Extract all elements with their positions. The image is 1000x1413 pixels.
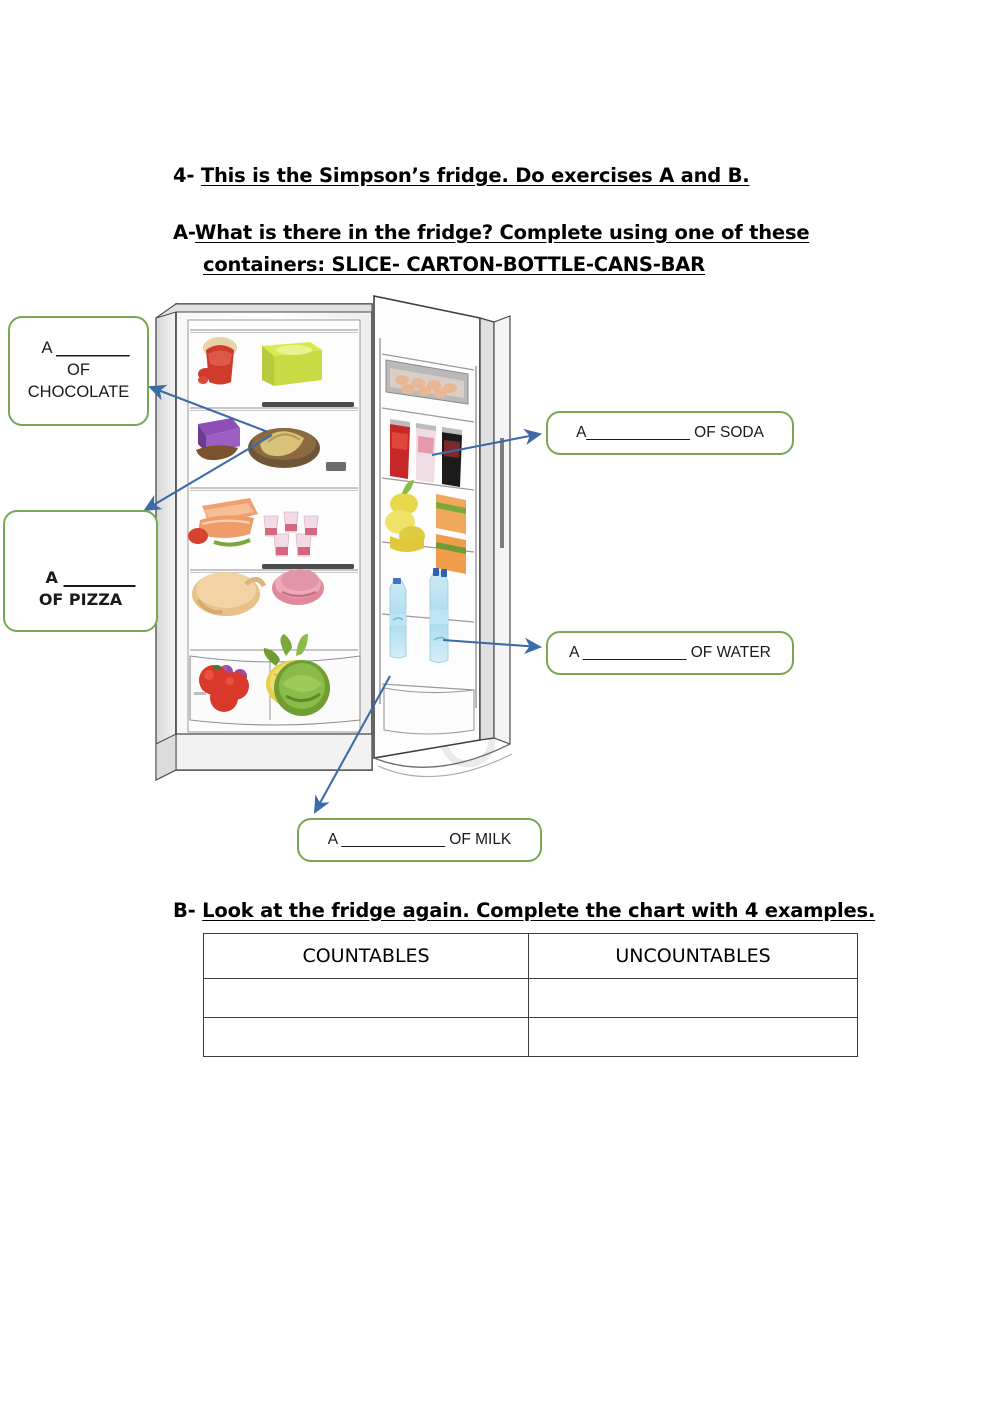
header-uncountables: UNCOUNTABLES: [528, 933, 858, 979]
food-lemons: [385, 480, 425, 552]
cell-uncountables-1[interactable]: [528, 978, 858, 1018]
callout-chocolate[interactable]: A ________ OF CHOCOLATE: [8, 316, 149, 426]
chocolate-of: OF: [67, 360, 90, 379]
milk-item-line: OF MILK: [449, 830, 512, 848]
food-soda-cans: [390, 419, 462, 487]
exercise-4-prefix: 4-: [173, 164, 195, 187]
food-juice-cartons: [436, 494, 466, 574]
pizza-item-line: OF PIZZA: [38, 590, 123, 609]
countables-chart: COUNTABLES UNCOUNTABLES: [202, 933, 858, 1057]
table-row: [202, 978, 858, 1018]
milk-article: A: [327, 830, 338, 848]
table-row: [202, 1017, 858, 1057]
food-ham-slices: [272, 569, 324, 605]
callout-water[interactable]: A ____________ OF WATER: [546, 631, 794, 675]
cell-uncountables-2[interactable]: [528, 1017, 858, 1057]
cell-countables-1[interactable]: [202, 978, 530, 1018]
callout-soda[interactable]: A____________ OF SODA: [546, 411, 794, 455]
food-egg-carton: [385, 359, 469, 405]
food-green-box: [262, 342, 322, 386]
food-chocolate-bar: [196, 418, 240, 461]
tomatoes-in-drawer: [199, 665, 249, 712]
refrigerator-illustration: [150, 288, 520, 808]
food-yogurt-cups: [263, 511, 319, 557]
table-header-row: COUNTABLES UNCOUNTABLES: [202, 933, 858, 979]
food-chicken: [192, 572, 267, 616]
exercise-a-text-line2: containers: SLICE- CARTON-BOTTLE-CANS-BA…: [203, 253, 705, 276]
water-blank[interactable]: ____________: [582, 643, 687, 661]
food-water-bottles: [389, 568, 449, 663]
chocolate-blank[interactable]: ________: [56, 338, 130, 357]
water-article: A: [569, 643, 579, 661]
exercise-4-text: This is the Simpson’s fridge. Do exercis…: [200, 164, 750, 187]
pizza-article: A: [45, 568, 58, 588]
exercise-4-heading: 4- This is the Simpson’s fridge. Do exer…: [173, 164, 750, 187]
exercise-b-heading: B- Look at the fridge again. Complete th…: [173, 899, 875, 922]
food-bread-loaf: [248, 428, 320, 468]
soda-blank[interactable]: ____________: [586, 423, 690, 441]
exercise-b-prefix: B-: [173, 899, 196, 922]
chocolate-item: CHOCOLATE: [27, 383, 130, 402]
exercise-a-heading: A-What is there in the fridge? Complete …: [173, 221, 810, 244]
chocolate-article: A: [41, 338, 52, 357]
exercise-a-prefix: A-: [173, 221, 195, 244]
pizza-blank[interactable]: _________: [63, 568, 136, 588]
milk-blank[interactable]: ____________: [341, 830, 445, 848]
water-item-line: OF WATER: [690, 643, 771, 661]
cell-countables-2[interactable]: [202, 1017, 530, 1057]
lettuce-in-drawer: [274, 660, 330, 716]
callout-pizza[interactable]: A _________ OF PIZZA: [3, 510, 158, 632]
soda-article: A: [576, 423, 587, 441]
exercise-b-text: Look at the fridge again. Complete the c…: [202, 899, 876, 922]
header-countables: COUNTABLES: [202, 933, 530, 979]
food-jam-jars: [198, 337, 237, 385]
callout-milk[interactable]: A ____________ OF MILK: [297, 818, 542, 862]
exercise-a-text-line1: What is there in the fridge? Complete us…: [194, 221, 810, 244]
soda-item-line: OF SODA: [694, 423, 764, 441]
